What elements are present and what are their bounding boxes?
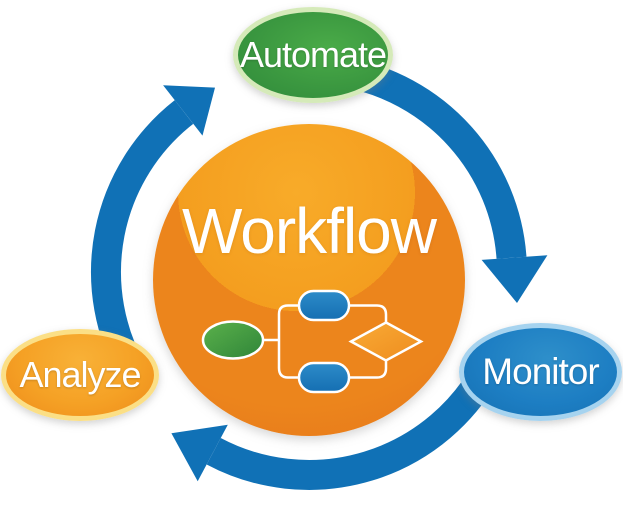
arrowhead-monitor-to-analyze-icon xyxy=(171,424,228,482)
workflow-circle: Workflow xyxy=(153,124,465,436)
node-monitor: Monitor xyxy=(459,323,622,421)
node-automate-label: Automate xyxy=(239,34,387,75)
arrowhead-automate-to-monitor-icon xyxy=(481,255,548,303)
workflow-title: Workflow xyxy=(182,195,437,267)
node-analyze: Analyze xyxy=(1,329,159,421)
node-analyze-label: Analyze xyxy=(19,354,141,395)
arrowhead-analyze-to-automate-icon xyxy=(163,85,215,136)
node-monitor-label: Monitor xyxy=(482,351,599,392)
node-automate: Automate xyxy=(233,7,393,103)
